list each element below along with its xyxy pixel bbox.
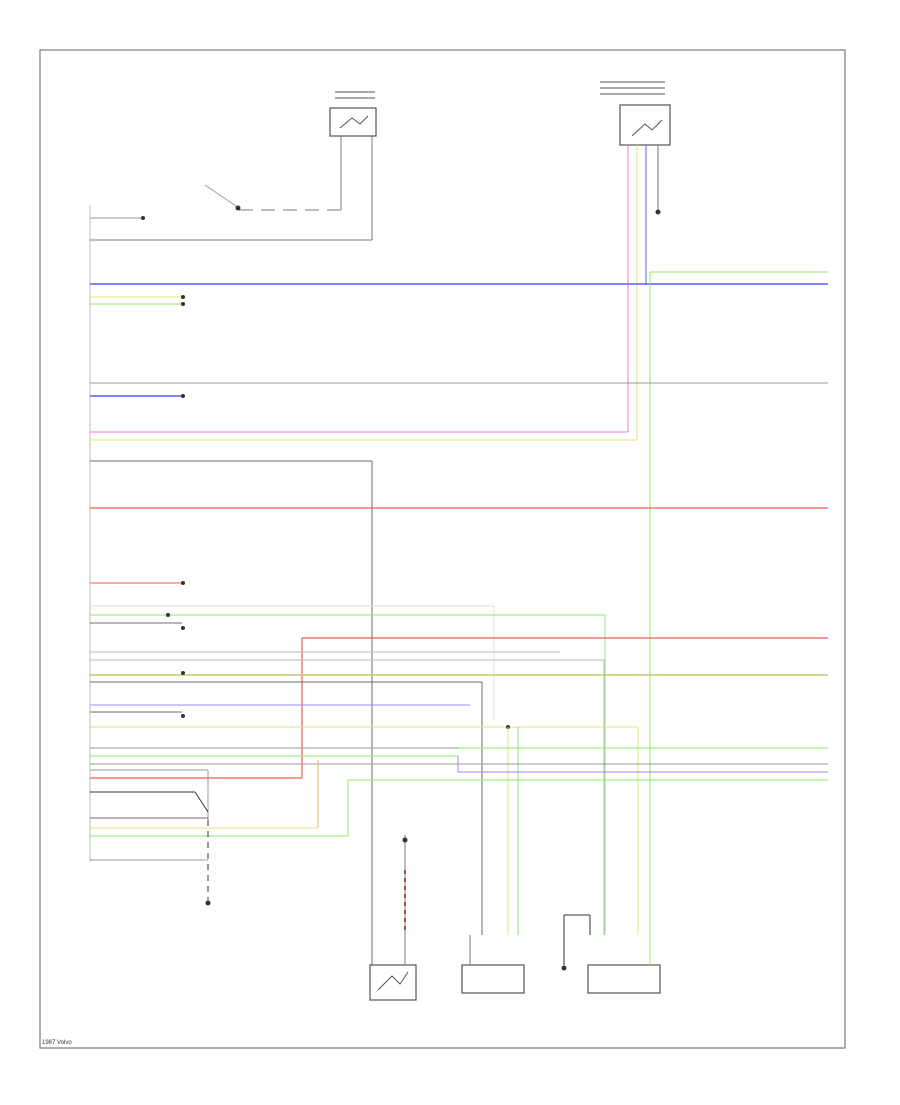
diagram-frame (39, 49, 846, 1049)
bottom-switch-component (369, 964, 417, 1001)
top-switch-component (329, 91, 377, 137)
ground-dot (205, 900, 211, 906)
bottom-right-module (587, 964, 661, 994)
bottom-center-module (461, 964, 525, 994)
top-right-sensor-component (600, 81, 671, 146)
ground-dot (655, 209, 661, 215)
footer-code: 1987 Volvo (42, 1040, 72, 1046)
ground-dot (561, 965, 567, 971)
splice-dot (235, 205, 241, 211)
